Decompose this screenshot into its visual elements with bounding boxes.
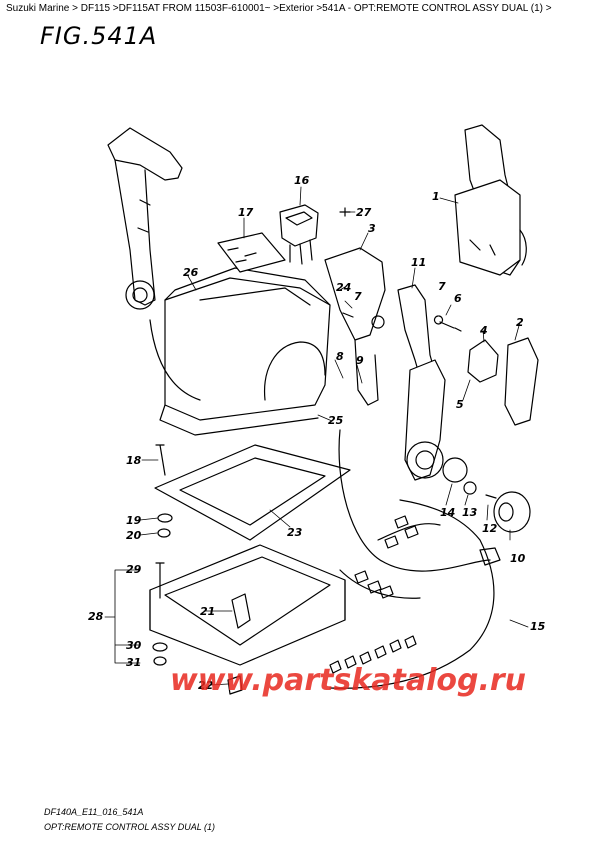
callout-26: 26 <box>183 266 199 279</box>
cover-2 <box>504 337 539 426</box>
lower-lever-14 <box>404 359 477 495</box>
callout-7a: 7 <box>438 280 446 293</box>
control-cable <box>149 319 201 401</box>
switch-4 <box>467 339 499 383</box>
callout-29: 29 <box>126 563 142 576</box>
callout-23: 23 <box>287 526 303 539</box>
grommet-21 <box>231 593 251 629</box>
callout-16: 16 <box>294 174 310 187</box>
callout-30: 30 <box>126 639 142 652</box>
callout-2: 2 <box>516 316 524 329</box>
switch-16 <box>279 204 319 265</box>
leader-lines <box>104 186 529 686</box>
housing-cover-26 <box>159 267 331 436</box>
callout-5: 5 <box>456 398 464 411</box>
clip-22 <box>227 675 243 695</box>
knob-cap-10 <box>493 491 531 533</box>
callout-24: 24 <box>336 281 351 294</box>
callout-9: 9 <box>356 354 364 367</box>
lever-bracket-3 <box>324 247 386 406</box>
callout-7b: 7 <box>354 290 362 303</box>
callout-15: 15 <box>530 620 546 633</box>
callout-31: 31 <box>126 656 141 669</box>
callout-6: 6 <box>454 292 462 305</box>
callout-10: 10 <box>510 552 526 565</box>
watermark: www.partskatalog.ru <box>170 663 526 698</box>
callout-28: 28 <box>88 610 104 623</box>
callout-17: 17 <box>238 206 254 219</box>
callout-14: 14 <box>440 506 455 519</box>
callout-3: 3 <box>368 222 376 235</box>
callout-20: 20 <box>126 529 142 542</box>
wiring-harness-15 <box>329 429 501 689</box>
figure-code: DF140A_E11_016_541A <box>44 807 144 817</box>
callout-13: 13 <box>462 506 478 519</box>
callout-21: 21 <box>200 605 215 618</box>
callout-27: 27 <box>356 206 372 219</box>
callout-12: 12 <box>482 522 498 535</box>
callout-19: 19 <box>126 514 142 527</box>
callout-11: 11 <box>411 256 426 269</box>
lever-assembly-1 <box>454 124 527 276</box>
callout-4: 4 <box>479 324 488 337</box>
bracket-17 <box>217 232 286 273</box>
callout-1: 1 <box>432 190 440 203</box>
breadcrumb: Suzuki Marine > DF115 >DF115AT FROM 1150… <box>6 3 552 14</box>
throttle-handle-left <box>107 127 183 310</box>
gasket-23 <box>154 444 351 541</box>
callout-8: 8 <box>336 350 344 363</box>
callout-18: 18 <box>126 454 142 467</box>
callout-25: 25 <box>328 414 344 427</box>
callout-22: 22 <box>198 679 214 692</box>
figure-description: OPT:REMOTE CONTROL ASSY DUAL (1) <box>44 822 216 832</box>
fasteners <box>152 207 497 666</box>
connector-bundle <box>329 515 419 674</box>
figure-title: FIG.541A <box>40 22 158 50</box>
